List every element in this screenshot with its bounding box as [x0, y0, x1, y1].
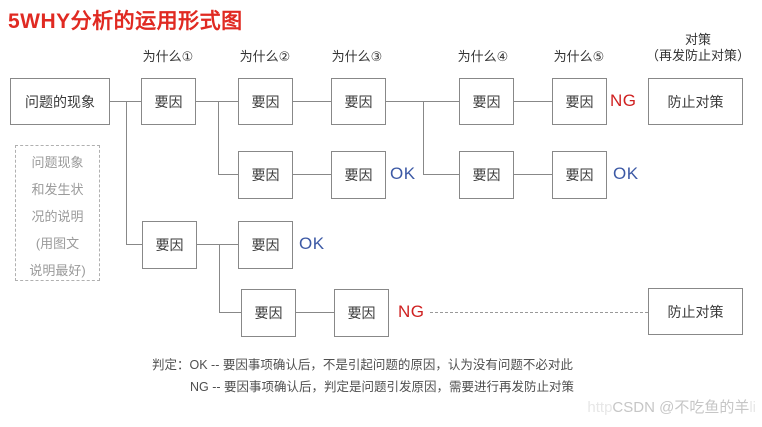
note-line: 和发生状 — [31, 182, 84, 197]
column-header-why5: 为什么⑤ — [553, 49, 605, 64]
legend-line-ng: NG -- 要因事项确认后，判定是问题引发原因，需要进行再发防止对策 — [190, 380, 575, 394]
cause-box-r1-why1: 要因 — [141, 78, 196, 125]
connector-line — [514, 174, 552, 175]
watermark-faint-suffix: li — [749, 399, 756, 416]
column-header-why3: 为什么③ — [331, 49, 383, 64]
page-title: 5WHY分析的运用形式图 — [8, 10, 243, 33]
judgment-ng-row1: NG — [610, 91, 637, 110]
connector-line — [296, 312, 334, 313]
cause-box-r2-why3: 要因 — [331, 151, 386, 199]
dashed-connector-line — [430, 312, 648, 313]
legend-line-ok: 判定：OK -- 要因事项确认后，不是引起问题的原因，认为没有问题不必对此 — [152, 358, 573, 372]
cause-box-r2-why2: 要因 — [238, 151, 293, 199]
connector-line — [219, 244, 220, 313]
judgment-ok-row2-right: OK — [613, 164, 639, 183]
judgment-ok-row2-left: OK — [390, 164, 416, 183]
cause-box-r4-why3: 要因 — [334, 289, 389, 337]
cause-box-r2-why5: 要因 — [552, 151, 607, 199]
connector-line — [423, 101, 424, 175]
connector-line — [423, 174, 459, 175]
watermark-faint-prefix: http — [587, 399, 613, 416]
connector-line — [197, 244, 238, 245]
cause-box-r1-why5: 要因 — [552, 78, 607, 125]
column-header-why1: 为什么① — [142, 49, 194, 64]
cause-box-r1-why2: 要因 — [238, 78, 293, 125]
cause-box-r2-why4: 要因 — [459, 151, 514, 199]
note-line: 说明最好) — [29, 263, 86, 278]
cause-box-r3-why1: 要因 — [142, 221, 197, 269]
watermark: httpCSDN @不吃鱼的羊li — [587, 396, 756, 417]
connector-line — [126, 101, 127, 245]
connector-line — [386, 101, 459, 102]
connector-line — [196, 101, 238, 102]
cause-box-r1-why3: 要因 — [331, 78, 386, 125]
connector-line — [110, 101, 141, 102]
connector-line — [218, 101, 219, 175]
note-line: 况的说明 — [31, 209, 84, 224]
column-header-why2: 为什么② — [239, 49, 291, 64]
judgment-ok-row3: OK — [299, 234, 325, 253]
connector-line — [218, 174, 238, 175]
judgment-ng-row4: NG — [398, 302, 425, 321]
connector-line — [219, 312, 241, 313]
note-line: 问题现象 — [31, 155, 84, 170]
connector-line — [293, 174, 331, 175]
countermeasure-header-line1: 对策 — [684, 32, 711, 47]
problem-box: 问题的现象 — [10, 78, 110, 125]
cause-box-r4-why2: 要因 — [241, 289, 296, 337]
connector-line — [293, 101, 331, 102]
cause-box-r1-why4: 要因 — [459, 78, 514, 125]
countermeasure-header-line2: （再发防止对策） — [645, 48, 750, 63]
connector-line — [514, 101, 552, 102]
column-header-countermeasure: 对策 （再发防止对策） — [635, 32, 761, 64]
problem-note-box: 问题现象 和发生状 况的说明 (用图文 说明最好) — [15, 145, 100, 281]
cause-box-r3-why2: 要因 — [238, 221, 293, 269]
countermeasure-box-bottom: 防止对策 — [648, 288, 743, 335]
note-line: (用图文 — [35, 236, 80, 251]
watermark-text: CSDN @不吃鱼的羊 — [612, 399, 750, 416]
column-header-why4: 为什么④ — [457, 49, 509, 64]
connector-line — [126, 244, 142, 245]
countermeasure-box-top: 防止对策 — [648, 78, 743, 125]
